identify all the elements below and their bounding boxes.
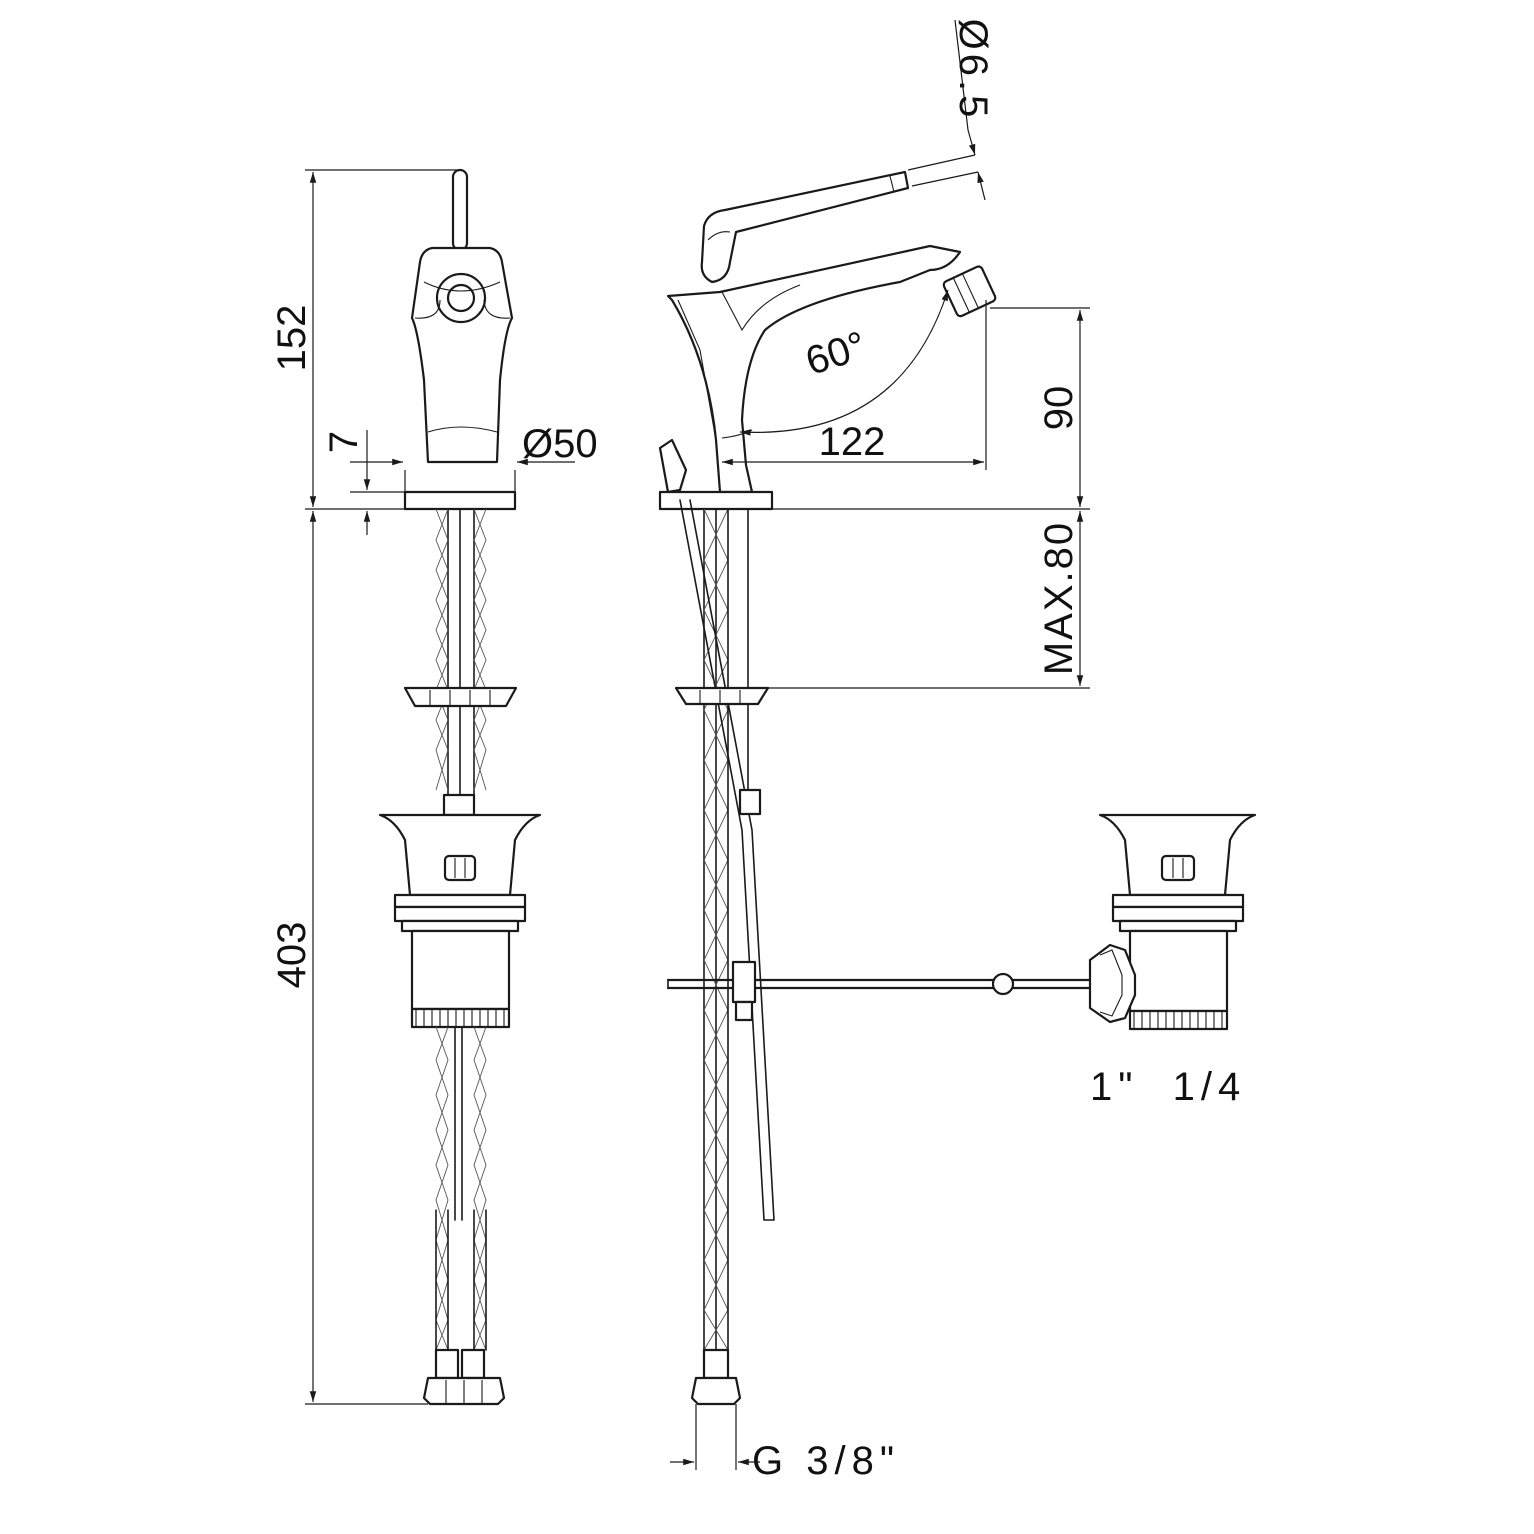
linkage-ball <box>991 972 1015 996</box>
label-max-80: MAX.80 <box>1037 521 1081 675</box>
waste-body <box>1128 929 1229 1013</box>
side-view <box>658 170 1092 1406</box>
dimension-labels: 152 403 7 Ø50 60° 122 90 MAX.80 Ø6.5 G 3… <box>270 19 1246 1483</box>
label-403: 403 <box>270 922 314 989</box>
label-7: 7 <box>322 431 366 453</box>
side-fixing-nut <box>674 686 770 706</box>
side-lever <box>700 170 910 284</box>
front-body <box>410 246 514 464</box>
front-knob-outer <box>435 272 487 324</box>
front-fixing-nut <box>403 686 518 708</box>
label-diameter-6-5: Ø6.5 <box>951 19 995 122</box>
side-base <box>658 490 774 511</box>
front-waste-body <box>410 929 511 1011</box>
side-nozzle <box>942 265 997 318</box>
label-diameter-50: Ø50 <box>522 422 598 466</box>
front-base <box>403 490 517 511</box>
dimension-lines <box>305 19 1090 1470</box>
label-152: 152 <box>270 305 314 372</box>
label-waste-thread: 1" 1/4 <box>1090 1065 1246 1109</box>
waste-view <box>1088 813 1257 1031</box>
label-60-deg: 60° <box>800 323 871 384</box>
label-g-3-8: G 3/8" <box>752 1439 900 1483</box>
front-lever <box>451 168 469 252</box>
label-90: 90 <box>1037 386 1081 431</box>
label-122: 122 <box>819 420 886 464</box>
side-hose-nut <box>690 1376 742 1406</box>
front-view <box>378 168 542 1406</box>
